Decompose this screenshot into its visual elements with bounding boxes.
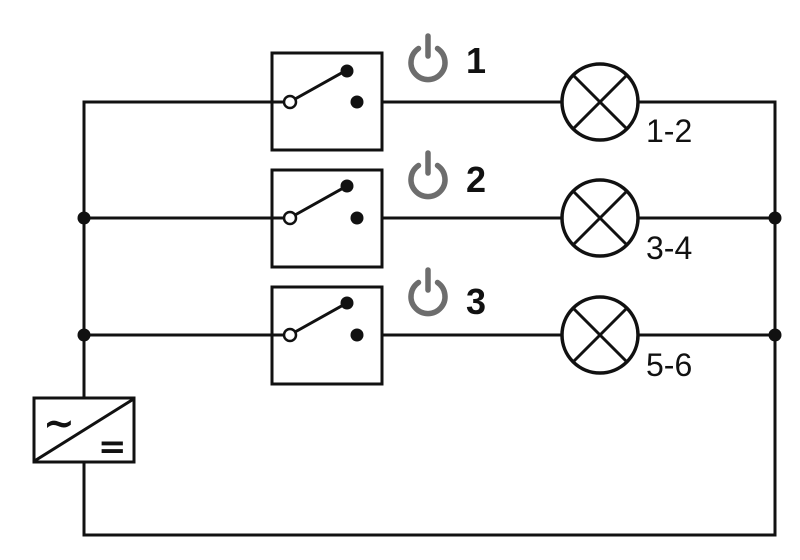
ac-symbol: ~	[43, 401, 75, 445]
switch-icon	[270, 296, 364, 343]
junction-node-right-2	[768, 211, 782, 225]
channel-3: 3 5-6	[77, 267, 782, 386]
power-icon	[408, 33, 448, 83]
channel-1: 1 1-2	[270, 33, 692, 152]
switch-icon	[270, 179, 364, 226]
junction-node-left-2	[77, 211, 91, 225]
lamp-icon	[560, 178, 640, 258]
lamp-1-label: 1-2	[646, 113, 692, 149]
lamp-2-label: 3-4	[646, 230, 692, 266]
ac-dc-converter: ~ =	[32, 396, 136, 467]
lamp-icon	[560, 295, 640, 375]
junction-node-left-3	[77, 328, 91, 342]
power-icon	[408, 267, 448, 317]
lamp-icon	[560, 62, 640, 142]
switch-icon	[270, 64, 364, 110]
lamp-3-label: 5-6	[646, 347, 692, 383]
channel-1-number: 1	[466, 40, 486, 81]
channel-2-number: 2	[466, 159, 486, 200]
bus-wires	[82, 100, 777, 537]
channel-3-number: 3	[466, 281, 486, 322]
bottom-return-wire	[82, 100, 777, 537]
converter-diagonal	[33, 397, 135, 463]
left-bus-wire	[82, 100, 274, 400]
junction-node-right-3	[768, 328, 782, 342]
power-icon	[408, 150, 448, 200]
dc-symbol: =	[98, 427, 127, 467]
channel-2: 2 3-4	[77, 150, 782, 269]
